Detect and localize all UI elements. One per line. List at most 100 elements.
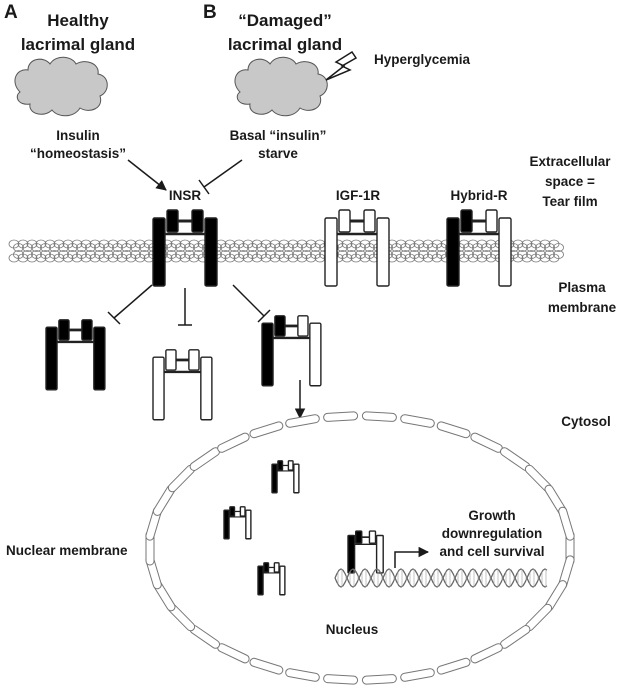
lipid-head xyxy=(463,243,474,252)
lipid-head xyxy=(535,243,546,252)
lipid-head xyxy=(283,250,294,259)
extracellular-label-line3: Tear film xyxy=(542,194,597,209)
lipid-head xyxy=(305,239,317,249)
receptor-subunit xyxy=(152,356,165,421)
lipid-head xyxy=(31,243,42,252)
lipid-head xyxy=(287,239,299,249)
nuclear-pore-segment xyxy=(400,414,435,428)
lipid-head xyxy=(481,250,492,259)
receptor-subunit xyxy=(239,506,246,517)
panel-b-caption-line2: starve xyxy=(258,146,298,161)
lipid-head xyxy=(35,239,47,249)
lipid-head xyxy=(530,239,542,249)
lipid-head xyxy=(251,239,263,249)
lipid-head xyxy=(107,253,119,263)
nuclear-pore-segment xyxy=(436,421,471,439)
lipid-head xyxy=(130,243,141,252)
lipid-head xyxy=(49,243,60,252)
receptor-subunit xyxy=(204,217,218,287)
lipid-head xyxy=(422,239,434,249)
lipid-head xyxy=(544,243,555,252)
receptor-subunit xyxy=(309,322,322,387)
lipid-head xyxy=(413,239,425,249)
receptor-subunit xyxy=(375,534,384,574)
lipid-head xyxy=(512,239,524,249)
lipid-head xyxy=(427,243,438,252)
receptor-subunit xyxy=(368,530,377,544)
panel-a-caption-line2: “homeostasis” xyxy=(30,146,126,161)
receptor-subunit xyxy=(324,217,338,287)
receptor-subunit xyxy=(191,209,204,233)
lipid-head xyxy=(220,250,231,259)
lipid-head xyxy=(166,243,177,252)
lipid-head xyxy=(269,253,281,263)
lipid-head xyxy=(260,239,272,249)
lipid-head xyxy=(530,253,542,263)
lipid-head xyxy=(292,250,303,259)
panel-a-title-line1: Healthy xyxy=(47,11,109,30)
outcome-line2: downregulation xyxy=(442,526,543,541)
receptor-subunit xyxy=(460,209,473,233)
receptor-subunit xyxy=(200,356,213,421)
lipid-head xyxy=(76,250,87,259)
outcome-line1: Growth xyxy=(468,508,515,523)
nuclear-pore-segment xyxy=(285,668,320,682)
lipid-head xyxy=(98,253,110,263)
lipid-head xyxy=(130,250,141,259)
nuclear-hybrid-receptor xyxy=(257,562,286,596)
nuclear-pore-segment xyxy=(436,657,471,675)
lipid-head xyxy=(409,250,420,259)
lipid-head xyxy=(107,239,119,249)
nuclear-hybrid-receptor xyxy=(223,506,252,540)
lipid-head xyxy=(166,250,177,259)
lipid-head xyxy=(391,243,402,252)
lipid-head xyxy=(265,250,276,259)
lipid-head xyxy=(553,250,564,259)
lipid-head xyxy=(355,243,366,252)
dna-helix-icon xyxy=(334,568,548,588)
receptor-subunit xyxy=(293,463,300,494)
lipid-head xyxy=(476,239,488,249)
lipid-head xyxy=(184,250,195,259)
lipid-head xyxy=(17,253,29,263)
lipid-head xyxy=(476,253,488,263)
lipid-head xyxy=(310,250,321,259)
lipid-head xyxy=(350,239,362,249)
lipid-head xyxy=(22,250,33,259)
lipid-head xyxy=(58,243,69,252)
internalization-inhibition-lines xyxy=(107,284,271,326)
lipid-head xyxy=(103,243,114,252)
insr-label: INSR xyxy=(169,188,202,203)
lipid-head xyxy=(184,243,195,252)
lipid-head xyxy=(238,250,249,259)
panel-b-caption-line1: Basal “insulin” xyxy=(230,128,327,143)
receptor-subunit xyxy=(355,530,363,544)
igf1r-label: IGF-1R xyxy=(336,188,381,203)
lipid-head xyxy=(283,243,294,252)
lipid-head xyxy=(53,239,65,249)
dna-bound-hybrid-receptor xyxy=(347,530,384,574)
lipid-head xyxy=(296,253,308,263)
plasma-membrane-label-line2: membrane xyxy=(548,300,617,315)
nuclear-pore-segment xyxy=(323,674,359,685)
nuclear-pore-segment xyxy=(361,674,397,685)
lipid-head xyxy=(58,250,69,259)
lipid-head xyxy=(179,253,191,263)
receptor-subunit xyxy=(297,315,309,337)
lipid-head xyxy=(413,253,425,263)
lipid-head xyxy=(517,250,528,259)
nuclear-pore-segment xyxy=(217,432,250,453)
lipid-head xyxy=(521,253,533,263)
lipid-head xyxy=(395,253,407,263)
receptor-subunit xyxy=(188,349,200,371)
hyperglycemia-label: Hyperglycemia xyxy=(374,52,471,67)
receptor-subunit xyxy=(363,209,376,233)
lipid-head xyxy=(535,250,546,259)
receptor-subunit xyxy=(58,319,70,341)
lightning-icon xyxy=(325,50,358,81)
lipid-head xyxy=(548,253,560,263)
receptor-subunit xyxy=(257,565,264,596)
healthy-gland-icon xyxy=(14,56,108,117)
lipid-head xyxy=(395,239,407,249)
